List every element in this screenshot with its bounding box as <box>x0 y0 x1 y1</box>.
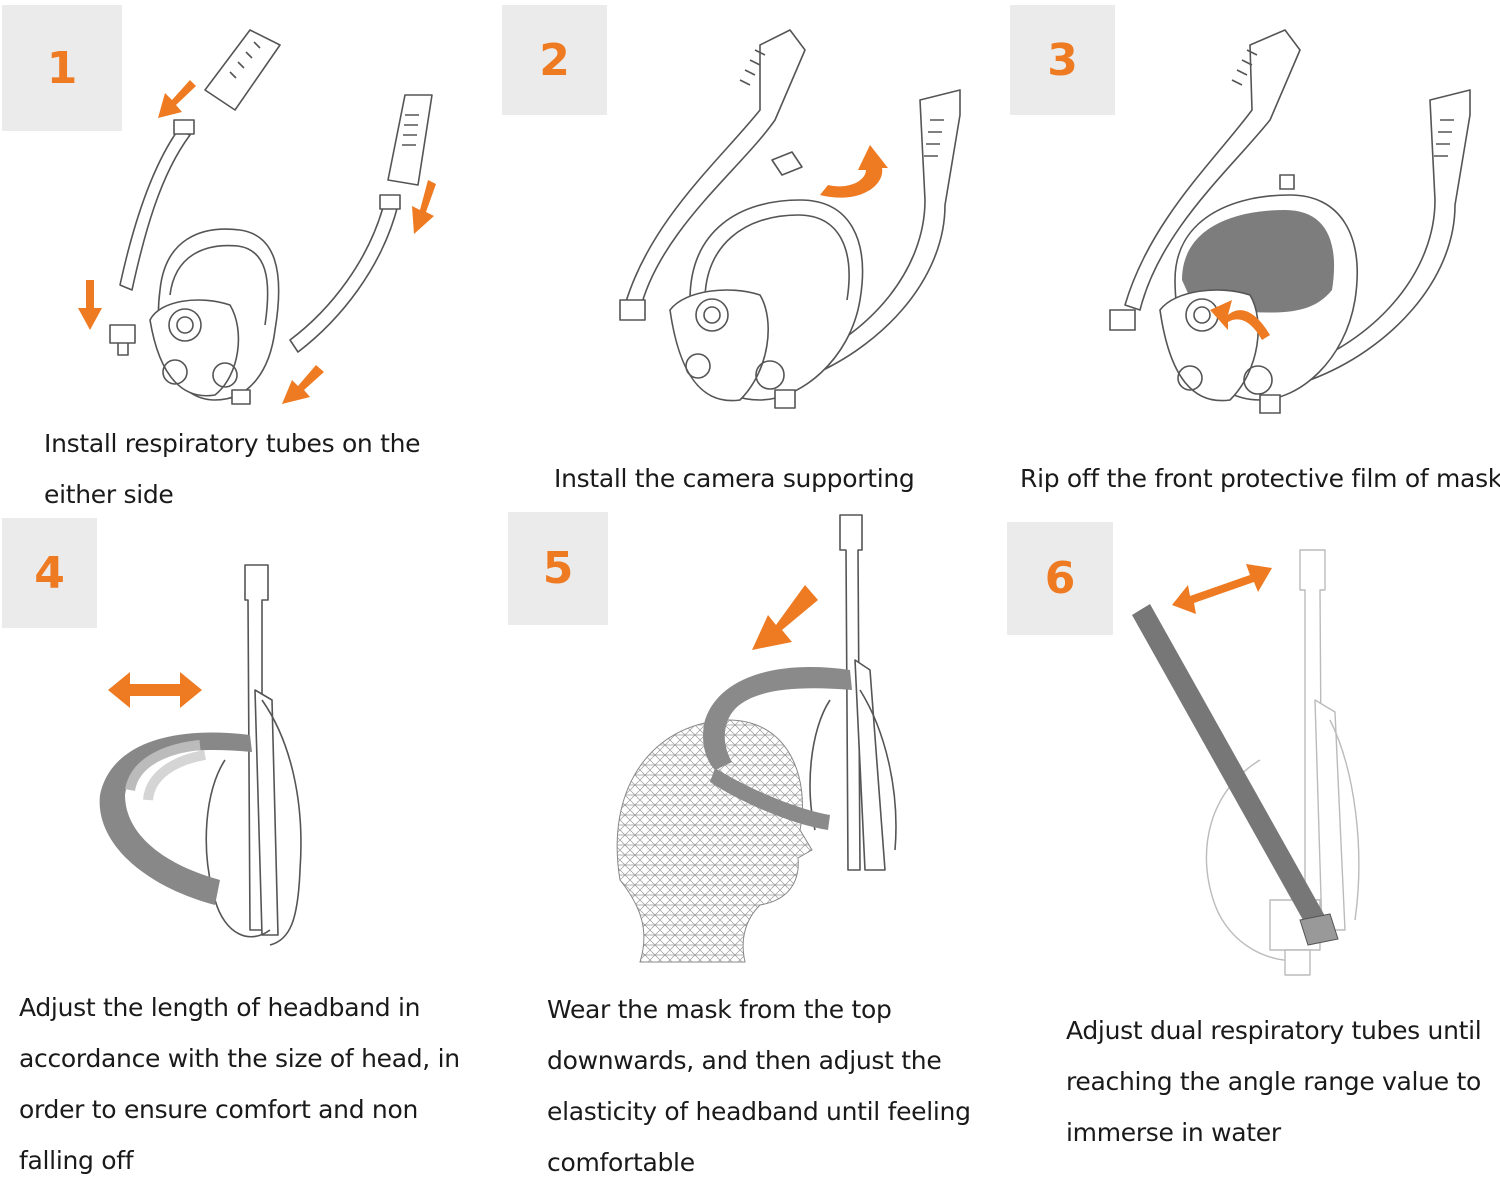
step-2-number: 2 <box>539 34 570 86</box>
headband-adjust-icon <box>99 564 302 946</box>
caption-line: Install the camera supporting <box>554 464 915 493</box>
step-1-caption: Install respiratory tubes on the either … <box>44 418 421 520</box>
camera-mount-arrow-icon <box>619 29 961 409</box>
step-2-badge: 2 <box>502 5 607 115</box>
caption-line: immerse in water <box>1066 1118 1281 1147</box>
step-3-number: 3 <box>1047 34 1078 86</box>
step-1-badge: 1 <box>2 5 122 131</box>
caption-line: downwards, and then adjust the <box>547 1046 942 1075</box>
caption-line: elasticity of headband until feeling <box>547 1097 971 1126</box>
caption-line: comfortable <box>547 1148 695 1177</box>
step-6-badge: 6 <box>1007 522 1113 635</box>
step-5-number: 5 <box>542 543 574 594</box>
protective-film-removal-icon <box>1109 29 1471 414</box>
caption-line: reaching the angle range value to <box>1066 1067 1481 1096</box>
step-5-caption: Wear the mask from the top downwards, an… <box>547 984 971 1188</box>
mask-with-two-tubes-arrows-icon <box>78 29 436 405</box>
step-4-caption: Adjust the length of headband in accorda… <box>19 982 460 1186</box>
caption-line: falling off <box>19 1146 134 1175</box>
caption-line: order to ensure comfort and non <box>19 1095 418 1124</box>
step-4-number: 4 <box>34 547 65 599</box>
wear-mask-on-head-icon <box>616 514 897 963</box>
step-4-badge: 4 <box>2 518 97 628</box>
step-3-badge: 3 <box>1010 5 1115 115</box>
step-6-number: 6 <box>1044 553 1076 604</box>
caption-line: Install respiratory tubes on the <box>44 429 421 458</box>
caption-line: accordance with the size of head, in <box>19 1044 460 1073</box>
step-1-number: 1 <box>46 42 78 94</box>
caption-line: Rip off the front protective film of mas… <box>1020 464 1500 493</box>
step-3-caption: Rip off the front protective film of mas… <box>1020 453 1500 504</box>
caption-line: Adjust dual respiratory tubes until <box>1066 1016 1482 1045</box>
caption-line: either side <box>44 480 174 509</box>
caption-line: Wear the mask from the top <box>547 995 892 1024</box>
step-2-caption: Install the camera supporting <box>554 453 915 504</box>
step-5-badge: 5 <box>508 512 608 625</box>
caption-line: Adjust the length of headband in <box>19 993 421 1022</box>
step-6-caption: Adjust dual respiratory tubes until reac… <box>1066 1005 1482 1158</box>
tube-angle-adjust-icon <box>1132 549 1360 976</box>
